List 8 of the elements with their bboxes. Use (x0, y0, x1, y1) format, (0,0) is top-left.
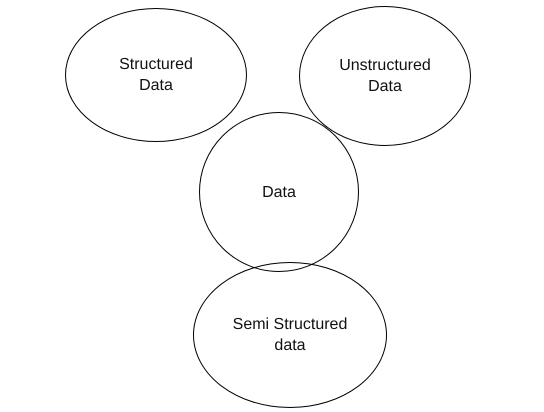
node-label: Semi Structured data (232, 315, 348, 356)
ellipse-node (193, 262, 387, 408)
node-label: Data (262, 182, 296, 202)
node-label: Unstructured Data (338, 56, 432, 97)
node-label: Structured Data (118, 55, 194, 96)
ellipse-node (199, 112, 359, 272)
ellipse-node (299, 6, 471, 146)
ellipse-node (65, 8, 247, 142)
